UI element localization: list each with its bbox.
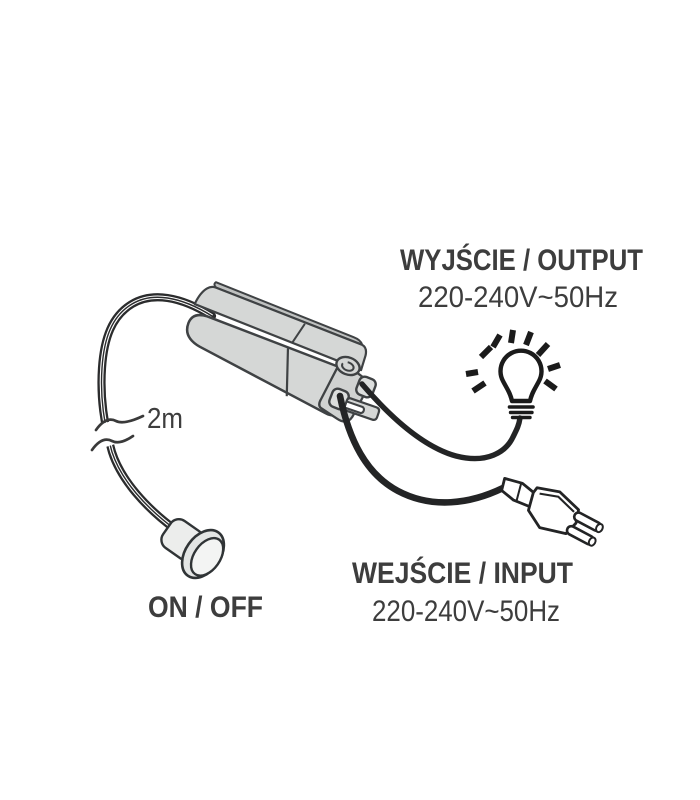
output-wire	[359, 381, 523, 462]
power-plug-icon	[500, 477, 604, 547]
screw-icon	[335, 355, 361, 377]
input-wire	[336, 392, 507, 506]
plug-pin-top	[572, 511, 604, 534]
box-seam-top	[291, 323, 306, 344]
input-voltage: 220-240V~50Hz	[372, 595, 560, 628]
light-bulb-icon	[465, 329, 561, 420]
mounting-tab	[343, 397, 381, 421]
sensor-cable	[97, 293, 217, 535]
cable-length-label: 2m	[147, 403, 183, 435]
touch-button-icon	[160, 517, 226, 580]
plug-pin-bottom	[565, 524, 597, 547]
cable-break-icon	[90, 414, 145, 452]
plug-body-chamfer	[539, 492, 575, 513]
output-title: WYJŚCIE / OUTPUT	[400, 243, 643, 277]
plug-body	[527, 486, 580, 536]
output-voltage: 220-240V~50Hz	[418, 281, 618, 314]
onoff-label: ON / OFF	[148, 591, 263, 624]
plug-neck-kink	[515, 483, 523, 501]
input-title: WEJŚCIE / INPUT	[352, 556, 573, 590]
touch-button-face	[189, 536, 225, 577]
box-top-face	[193, 285, 368, 372]
box-seam-front	[285, 348, 290, 397]
